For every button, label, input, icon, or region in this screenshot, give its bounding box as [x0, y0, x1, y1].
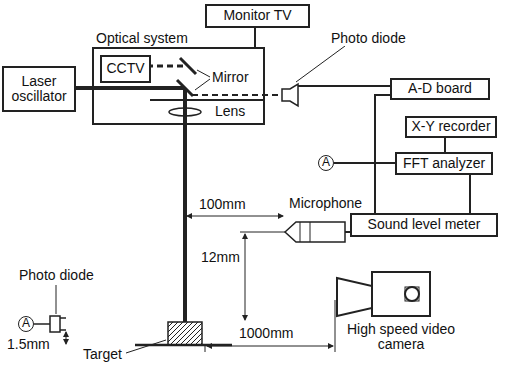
leader-line — [56, 285, 57, 314]
device-box: Sound level meter — [350, 213, 498, 237]
device-box: X-Y recorder — [405, 116, 497, 138]
connector-line — [375, 95, 390, 213]
camera-lens — [337, 278, 372, 316]
camera-view-path — [147, 65, 186, 68]
dimension-line — [245, 234, 246, 320]
connector-line — [254, 28, 256, 47]
box-text: Monitor TV — [223, 8, 291, 23]
callout-label: 1000mm — [238, 326, 294, 341]
device-box: FFT analyzer — [395, 152, 493, 175]
leader-line — [296, 46, 345, 82]
meter-circle: A — [318, 155, 334, 171]
callout-label: High speed video camera — [345, 322, 457, 353]
leader-line — [126, 340, 166, 353]
callout-label: 12mm — [200, 250, 241, 265]
leader-line — [197, 70, 210, 77]
box-text: FFT analyzer — [403, 156, 485, 171]
box-text: A-D board — [408, 81, 472, 96]
box-text: Sound level meter — [368, 217, 481, 232]
callout-label: Lens — [214, 104, 246, 119]
callout-label: Photo diode — [330, 31, 407, 46]
connector-line — [334, 162, 395, 164]
camera-body — [372, 272, 430, 316]
device-box: Laser oscillator — [2, 66, 76, 112]
signal-wire — [34, 323, 50, 325]
box-text: Laser oscillator — [8, 74, 70, 105]
target-block — [168, 322, 202, 345]
system-heading: Optical system — [96, 31, 188, 46]
box-text: X-Y recorder — [411, 119, 490, 134]
device-box: Monitor TV — [205, 4, 310, 28]
callout-label: Microphone — [288, 196, 363, 211]
dimension-line — [66, 332, 67, 344]
device-box: A-D board — [390, 78, 490, 100]
callout-label: 1.5mm — [6, 337, 51, 352]
connector-line — [469, 175, 471, 213]
dimension-line — [187, 216, 283, 217]
callout-label: Mirror — [211, 70, 250, 85]
mirror — [180, 58, 196, 74]
signal-wire — [298, 85, 390, 87]
callout-label: 100mm — [198, 197, 247, 212]
connector-line — [76, 86, 92, 90]
meter-circle: A — [18, 316, 34, 332]
callout-label: Photo diode — [18, 268, 95, 283]
box-text: CCTV — [106, 61, 144, 76]
monitor-light-path — [192, 94, 282, 96]
lens — [169, 108, 201, 116]
connector-line — [444, 138, 446, 152]
device-box: CCTV — [100, 55, 151, 83]
box-text: A — [322, 156, 330, 169]
box-text: A — [22, 317, 30, 330]
leader-line — [195, 79, 210, 90]
photo-diode-symbol — [50, 316, 60, 332]
microphone-symbol — [285, 222, 345, 242]
callout-label: Target — [82, 347, 123, 362]
photo-diode-symbol — [282, 84, 298, 106]
lens-housing — [150, 99, 265, 101]
laser-beam — [92, 86, 185, 90]
